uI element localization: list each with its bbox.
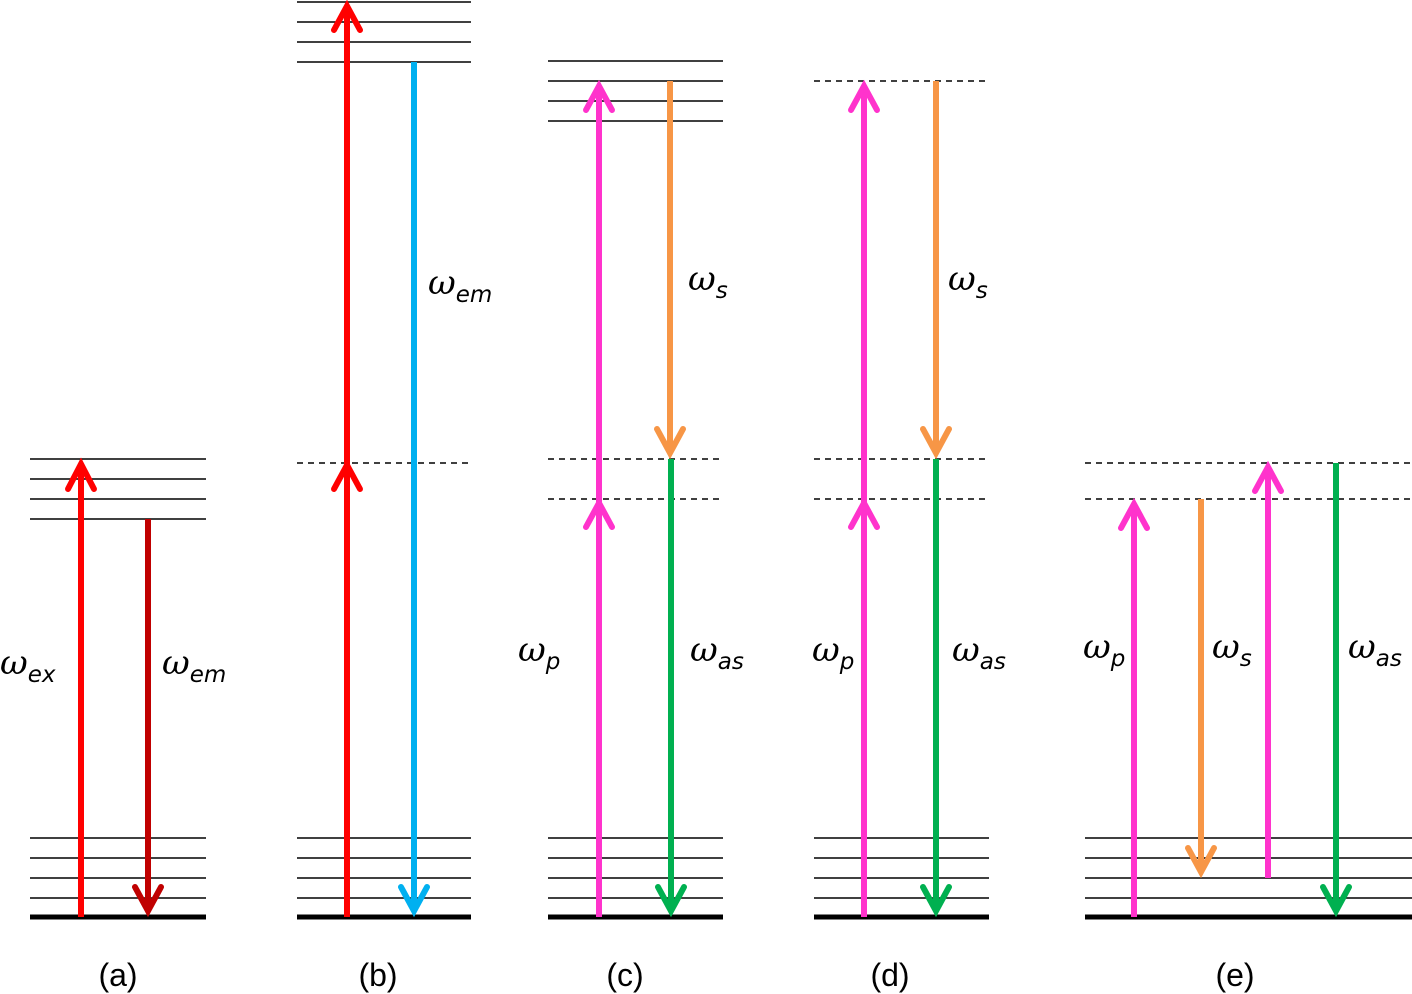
panel-label-e: (e) xyxy=(1215,957,1254,993)
pump-arrow-c xyxy=(583,79,615,917)
label-omega-ex: ωex xyxy=(0,643,56,688)
panel-d: ωp ωs ωas (d) xyxy=(812,79,1006,993)
emission-arrow-b xyxy=(398,62,430,918)
anti-stokes-arrow-d xyxy=(920,459,952,918)
excited-levels-a xyxy=(30,458,206,520)
label-omega-p-c: ωp xyxy=(518,630,560,675)
ground-levels-b xyxy=(297,837,471,920)
panel-c: ωp ωs ωas (c) xyxy=(518,60,744,993)
label-omega-p-d: ωp xyxy=(812,630,854,675)
stokes-arrow-d xyxy=(920,81,952,460)
label-omega-as-e: ωas xyxy=(1348,627,1402,672)
excited-levels-b xyxy=(297,1,471,63)
anti-stokes-arrow-c xyxy=(655,459,687,918)
pump-arrow-d xyxy=(848,79,880,917)
panel-b: ωem (b) xyxy=(297,0,492,993)
ground-levels-e xyxy=(1085,837,1412,920)
excitation-arrow-a xyxy=(65,457,97,917)
panel-a: ωex ωem (a) xyxy=(0,457,226,993)
ground-levels-d xyxy=(814,837,989,920)
panel-label-b: (b) xyxy=(358,957,397,993)
panel-label-c: (c) xyxy=(606,957,643,993)
label-omega-as-c: ωas xyxy=(690,630,744,675)
pump-arrow-e-1 xyxy=(1118,497,1150,917)
label-omega-s-d: ωs xyxy=(948,259,988,304)
anti-stokes-arrow-e xyxy=(1320,463,1352,918)
label-omega-s-e: ωs xyxy=(1212,627,1252,672)
stokes-arrow-e xyxy=(1185,499,1217,879)
label-omega-p-e: ωp xyxy=(1083,627,1125,672)
label-omega-as-d: ωas xyxy=(952,630,1006,675)
label-omega-em-a: ωem xyxy=(162,643,226,688)
ground-levels-a xyxy=(30,837,206,920)
label-omega-em-b: ωem xyxy=(428,263,492,308)
stokes-arrow-c xyxy=(654,81,686,460)
label-omega-s-c: ωs xyxy=(688,259,728,304)
pump-arrow-e-2 xyxy=(1252,460,1284,878)
panel-e: ωp ωs ωas (e) xyxy=(1083,460,1412,993)
two-photon-excitation-arrow-b xyxy=(331,0,363,917)
panel-label-a: (a) xyxy=(98,957,137,993)
panel-label-d: (d) xyxy=(870,957,909,993)
emission-arrow-a xyxy=(132,519,164,918)
ground-levels-c xyxy=(548,837,723,920)
excited-levels-c xyxy=(548,60,723,122)
